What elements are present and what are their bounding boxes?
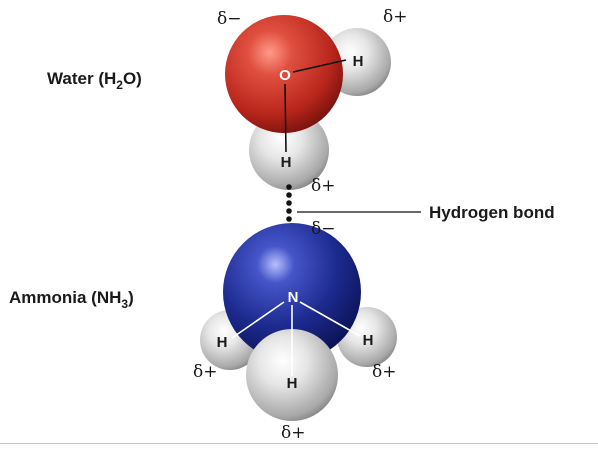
water-oxygen-label: O	[279, 67, 291, 84]
charge-ammonia-hydrogen-left-positive: δ+	[193, 362, 217, 382]
ammonia-hydrogen-front-label: H	[287, 375, 298, 392]
charge-ammonia-hydrogen-front-positive: δ+	[281, 423, 305, 443]
ammonia-hydrogen-right-label: H	[363, 332, 374, 349]
ammonia-nitrogen-label: N	[288, 289, 299, 306]
ammonia-hydrogen-left-label: H	[217, 334, 228, 351]
hydrogen-bond-label: Hydrogen bond	[429, 203, 555, 222]
ammonia-label: Ammonia (NH3)	[9, 288, 134, 311]
water-hydrogen-right-label: H	[353, 53, 364, 70]
water-hydrogen-bottom-label: H	[281, 154, 292, 171]
water-bond-oh-right	[292, 59, 347, 73]
ammonia-nitrogen-atom	[223, 223, 361, 361]
charge-water-hydrogen-bottom-positive: δ+	[311, 176, 335, 196]
water-label: Water (H2O)	[47, 69, 142, 92]
ammonia-molecule: N H H H	[200, 223, 397, 421]
water-molecule: O H H	[225, 15, 391, 190]
water-oxygen-atom	[225, 15, 343, 133]
ammonia-bond-nh-right	[299, 301, 361, 337]
water-bond-oh-bottom	[284, 83, 287, 153]
charge-nitrogen-negative: δ−	[311, 219, 335, 239]
charge-ammonia-hydrogen-right-positive: δ+	[372, 362, 396, 382]
ammonia-bond-nh-left	[231, 301, 285, 339]
charge-water-hydrogen-right-positive: δ+	[383, 7, 407, 27]
charge-oxygen-negative: δ−	[217, 9, 241, 29]
bottom-divider	[0, 443, 598, 444]
